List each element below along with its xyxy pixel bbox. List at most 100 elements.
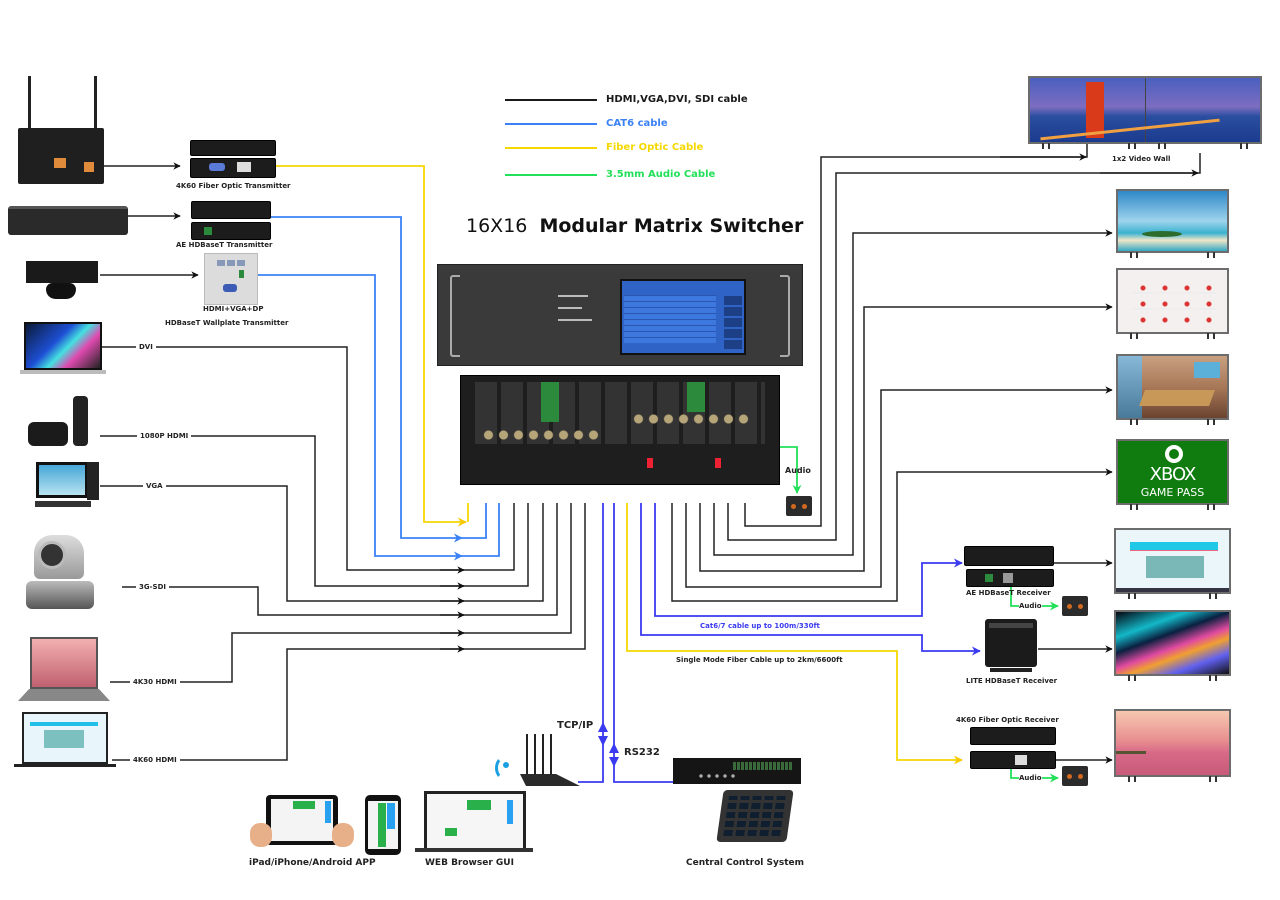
wire-1080p <box>100 435 529 587</box>
fiber-transmitter-ports <box>190 158 276 178</box>
ae-receiver-ports <box>966 569 1054 587</box>
source-bluray <box>8 206 128 235</box>
source-ptz-camera <box>26 535 94 611</box>
wire-cat6-lite <box>640 503 981 656</box>
input-label-4k60: 4K60 HDMI <box>130 756 180 764</box>
speaker-ae <box>1062 596 1088 616</box>
title-prefix: 16X16 <box>466 215 528 237</box>
antenna-left <box>28 76 31 128</box>
fiber-cable-note: Single Mode Fiber Cable up to 2km/6600ft <box>676 656 843 664</box>
wire-fiber-out <box>626 503 963 765</box>
legend-fiber: Fiber Optic Cable <box>606 142 704 153</box>
bidirectional-arrows <box>598 722 619 767</box>
wire-out-beach <box>713 229 1113 556</box>
title-main: Modular Matrix Switcher <box>539 215 804 237</box>
tcpip-label: TCP/IP <box>557 720 594 731</box>
central-control-label: Central Control System <box>686 858 804 868</box>
control-keypad <box>716 790 794 842</box>
antenna-right <box>94 76 97 128</box>
ae-transmitter-label: AE HDBaseT Transmitter <box>176 241 273 249</box>
status-leds <box>558 295 592 321</box>
wire-out-wall-right <box>727 153 1201 541</box>
matrix-switcher-rear <box>460 375 780 485</box>
audio-label-ae: Audio <box>1019 602 1042 610</box>
wire-vga <box>100 485 544 602</box>
bridge-tower <box>1086 82 1104 138</box>
source-laptop-dvi <box>20 322 106 374</box>
wire-cat6-ae <box>654 503 963 617</box>
legend-lines <box>505 99 597 176</box>
web-browser-laptop <box>415 791 533 852</box>
wire-cat6-tx <box>270 216 463 543</box>
power-switch-2 <box>715 458 721 468</box>
wire-cat6-tx-drop <box>462 503 487 539</box>
legend-cat6: CAT6 cable <box>606 118 668 129</box>
source-laptop-4k30 <box>18 637 110 701</box>
wire-fiber-tx <box>274 165 467 527</box>
video-wall <box>1028 76 1262 149</box>
bnc-connectors <box>481 428 601 442</box>
source-remote <box>73 396 88 446</box>
wire-4k60 <box>112 503 586 761</box>
central-control-unit <box>673 758 801 784</box>
xbox-line2: GAME PASS <box>1140 486 1205 499</box>
lite-receiver <box>985 619 1037 667</box>
controller <box>46 283 76 299</box>
ae-receiver-label: AE HDBaseT Receiver <box>966 589 1051 597</box>
fiber-receiver-ports <box>970 751 1056 769</box>
matrix-switcher-front <box>437 264 803 366</box>
video-wall-label: 1x2 Video Wall <box>1112 155 1171 163</box>
rs232-label: RS232 <box>624 747 660 758</box>
source-game-console <box>26 261 98 299</box>
ae-transmitter-top <box>191 201 271 219</box>
wallplate-transmitter-label: HDBaseT Wallplate Transmitter <box>165 319 289 327</box>
fiber-receiver-label: 4K60 Fiber Optic Receiver <box>956 716 1059 724</box>
display-beach <box>1116 189 1229 258</box>
display-signage <box>1116 268 1229 339</box>
diagram-title: 16X16 Modular Matrix Switcher <box>466 215 803 237</box>
hand-right <box>332 823 354 847</box>
input-label-vga: VGA <box>143 482 166 490</box>
xbox-logo-icon <box>1165 445 1183 463</box>
touchscreen[interactable] <box>620 279 746 355</box>
wire-4k30 <box>110 503 572 683</box>
wire-cat6-wallplate-drop <box>462 503 500 557</box>
web-gui-label: WEB Browser GUI <box>425 858 514 868</box>
input-label-4k30: 4K30 HDMI <box>130 678 180 686</box>
display-abstract <box>1114 610 1231 681</box>
wire-tcpip <box>578 503 604 783</box>
wallplate-sublabel: HDMI+VGA+DP <box>203 305 264 313</box>
tablet-app <box>250 795 354 847</box>
display-xbox: XBOX GAME PASS <box>1116 439 1229 510</box>
input-label-1080p: 1080P HDMI <box>137 432 192 440</box>
ae-transmitter-ports <box>191 222 271 240</box>
audio-label-fiber: Audio <box>1019 774 1042 782</box>
wire-cat6-wallplate <box>258 274 463 561</box>
power-switch-1 <box>647 458 653 468</box>
wire-sdi <box>122 503 558 616</box>
wire-audio-matrix <box>778 446 802 494</box>
display-presentation <box>1114 528 1231 599</box>
fiber-transmitter-top <box>190 140 276 156</box>
lite-receiver-base <box>990 668 1032 672</box>
lite-receiver-label: LITE HDBaseT Receiver <box>966 677 1058 685</box>
speaker-matrix <box>786 496 812 516</box>
source-laptop-4k60 <box>14 712 116 767</box>
cat6-cable-note: Cat6/7 cable up to 100m/330ft <box>700 622 820 630</box>
wire-rs232 <box>613 503 675 783</box>
terminal-blocks <box>541 382 559 422</box>
display-conference <box>1116 354 1229 425</box>
wifi-signal-icon <box>491 752 515 780</box>
display-sunset <box>1114 709 1231 782</box>
app-label: iPad/iPhone/Android APP <box>249 858 376 868</box>
fiber-receiver-top <box>970 727 1056 745</box>
ae-receiver-top <box>964 546 1054 566</box>
wifi-router <box>520 734 582 788</box>
source-desktop-pc <box>35 462 99 507</box>
hand-left <box>250 823 272 847</box>
wire-out-conference <box>685 386 1113 588</box>
wire-out-signage <box>699 303 1113 572</box>
input-label-sdi: 3G-SDI <box>136 583 169 591</box>
wire-out-wall-left <box>744 142 1088 527</box>
